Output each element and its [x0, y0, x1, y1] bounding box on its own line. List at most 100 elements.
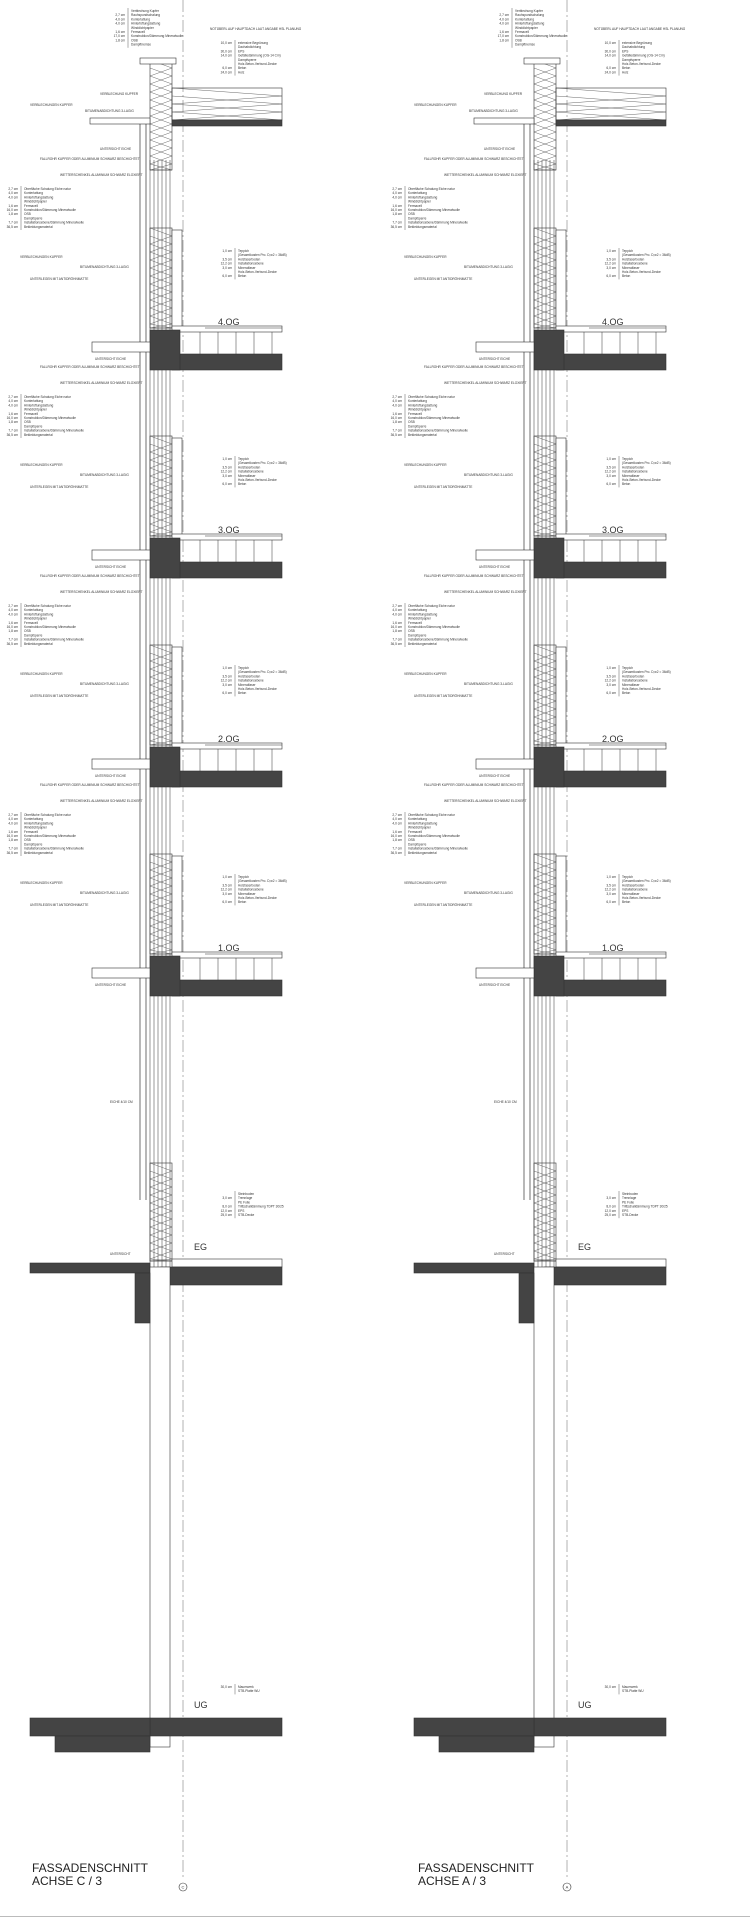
callout-untersicht-eg: UNTERSICHT — [494, 1252, 515, 1256]
hatch-line — [149, 123, 173, 141]
layer-thickness: 16,0 cm — [391, 208, 403, 212]
layer-thickness: 1,8 cm — [499, 38, 509, 42]
callout-bitumen: BITUMENABDICHTUNG 3-LAGIG — [80, 891, 129, 895]
layer-thickness: 1,6 cm — [8, 621, 18, 625]
callout-wetterschenkel: WETTERSCHENKEL ALUMINIUM SCHWARZ ELOXIER… — [444, 381, 527, 385]
floor-slab — [555, 770, 667, 788]
hatch-line — [149, 1202, 173, 1220]
slab-edge — [533, 329, 565, 371]
layer-description: Installationsebene — [238, 888, 264, 892]
layer-description: STB-Decke — [622, 1213, 639, 1217]
layer-description: Hinterlüftungslattung — [515, 22, 544, 26]
layer-description: Hinterlüftungslattung — [24, 821, 53, 825]
hatch-line — [533, 893, 557, 911]
layer-thickness: 3,5 cm — [222, 674, 232, 678]
hatch-line — [533, 660, 557, 678]
layer-description: Bekleidungsmaterial — [408, 642, 437, 646]
callout-bitumen: BITUMENABDICHTUNG 3-LAGIG — [80, 265, 129, 269]
section-title-line2: ACHSE A / 3 — [418, 1874, 487, 1888]
hatch-line — [533, 299, 557, 317]
layer-description: STB-Decke — [238, 1213, 255, 1217]
hatch-line — [533, 853, 557, 871]
callout-untersicht: UNTERSICHT EICHE — [95, 983, 126, 987]
layer-thickness: 2,7 cm — [392, 604, 402, 608]
hatch-line — [533, 1186, 557, 1204]
eg-wall-insulation — [533, 1162, 557, 1262]
layer-description: Konstruktion/Dämmung Mineralwolle — [408, 625, 460, 629]
layer-thickness: 2,7 cm — [392, 187, 402, 191]
layer-description: Beton — [238, 691, 247, 695]
layer-description: Holzfaserboden — [238, 883, 261, 887]
layer-description: Teppich — [622, 457, 633, 461]
layer-description: Konterlattung — [24, 191, 43, 195]
ug-footing — [413, 1717, 535, 1737]
hatch-line — [149, 499, 173, 517]
layer-description: Holz-Beton-Verbund-Decke — [622, 687, 661, 691]
hatch-line — [149, 917, 173, 935]
hatch-line — [171, 103, 283, 121]
floor-level-label: UG — [194, 1700, 208, 1710]
layer-description: Holzfaserboden — [622, 674, 645, 678]
layer-description: Dampfsperre — [408, 424, 427, 428]
hatch-line — [149, 1194, 173, 1212]
layer-description: Bekleidungsmaterial — [408, 225, 437, 229]
callout-bitumen: BITUMENABDICHTUNG 3-LAGIG — [464, 265, 513, 269]
layer-thickness: 1,8 cm — [392, 629, 402, 633]
hatch-line — [533, 877, 557, 895]
roof-parapet-insulation — [149, 59, 173, 171]
hatch-line — [149, 1162, 173, 1180]
floor-level-label: 1.OG — [218, 943, 240, 953]
callout-verblechungen: VERBLECHUNGEN KUPFER — [20, 881, 63, 885]
layer-description: Fermacell — [24, 204, 38, 208]
page-divider — [0, 1916, 750, 1917]
wall-insulation — [149, 644, 173, 746]
layer-description: Installationsebene/Dämmung Mineralwolle — [24, 638, 84, 642]
layer-thickness: 4,0 cm — [499, 17, 509, 21]
floor-slab — [171, 561, 283, 579]
layer-description: Hinterlüftungslattung — [24, 195, 53, 199]
roof-parapet-insulation — [533, 59, 557, 171]
floor-level-label: 2.OG — [602, 734, 624, 744]
layer-description: Installationsebene — [238, 470, 264, 474]
layer-description: Konterlattung — [408, 817, 427, 821]
layer-description: Trittschalldämmung TDPT 30/25 — [238, 1205, 284, 1209]
layer-description: Beton — [622, 274, 631, 278]
callout-fallrohr: FALLROHR KUPFER ODER ALUMINIUM SCHWARZ B… — [40, 365, 140, 369]
floor-slab — [171, 979, 283, 997]
layer-description: Konterlattung — [24, 399, 43, 403]
wall-lining — [171, 855, 183, 955]
hatch-line — [555, 103, 667, 121]
hatch-line — [149, 475, 173, 493]
hatch-line — [533, 917, 557, 935]
layer-description: Konstruktion/Dämmung Mineralwolle — [131, 34, 183, 38]
layer-thickness: 3,0 cm — [222, 683, 232, 687]
hatch-line — [149, 75, 173, 93]
layer-thickness: 24,0 cm — [221, 70, 233, 74]
roof-note: NOTÜBERL AUF HAUPTDACH LAUT ANGABE HSL P… — [594, 27, 686, 31]
floor-finish — [555, 533, 667, 541]
roof-slab — [555, 119, 667, 127]
hatch-line — [149, 877, 173, 895]
layer-description: Holz-Beton-Verbund-Decke — [238, 478, 277, 482]
eg-slab — [159, 1266, 283, 1286]
hatch-line — [149, 668, 173, 686]
layer-thickness: 12,2 cm — [221, 470, 233, 474]
callout-unterlegen: UNTERLEGEN MIT ANTIDRÖHNMATTE — [30, 277, 88, 281]
hatch-line — [149, 692, 173, 710]
callout-wetterschenkel: WETTERSCHENKEL ALUMINIUM SCHWARZ ELOXIER… — [60, 590, 143, 594]
layer-thickness: 1,0 cm — [606, 457, 616, 461]
section-title-c: FASSADENSCHNITT ACHSE C / 3 — [32, 1862, 148, 1888]
layer-thickness: 12,2 cm — [221, 262, 233, 266]
callout-bitumen: BITUMENABDICHTUNG 3-LAGIG — [80, 473, 129, 477]
layer-thickness: 7,7 cm — [392, 221, 402, 225]
layer-description: Mineralfaser — [622, 474, 640, 478]
layer-description: Holz-Beton-Verbund-Decke — [622, 896, 661, 900]
hatch-line — [555, 87, 667, 105]
eg-wall-insulation — [149, 1162, 173, 1262]
layer-description: Beton — [238, 66, 247, 70]
layer-description: Dachabdichtung — [238, 45, 261, 49]
layer-description: Teppich — [622, 666, 633, 670]
axis-label: C — [182, 1885, 185, 1890]
